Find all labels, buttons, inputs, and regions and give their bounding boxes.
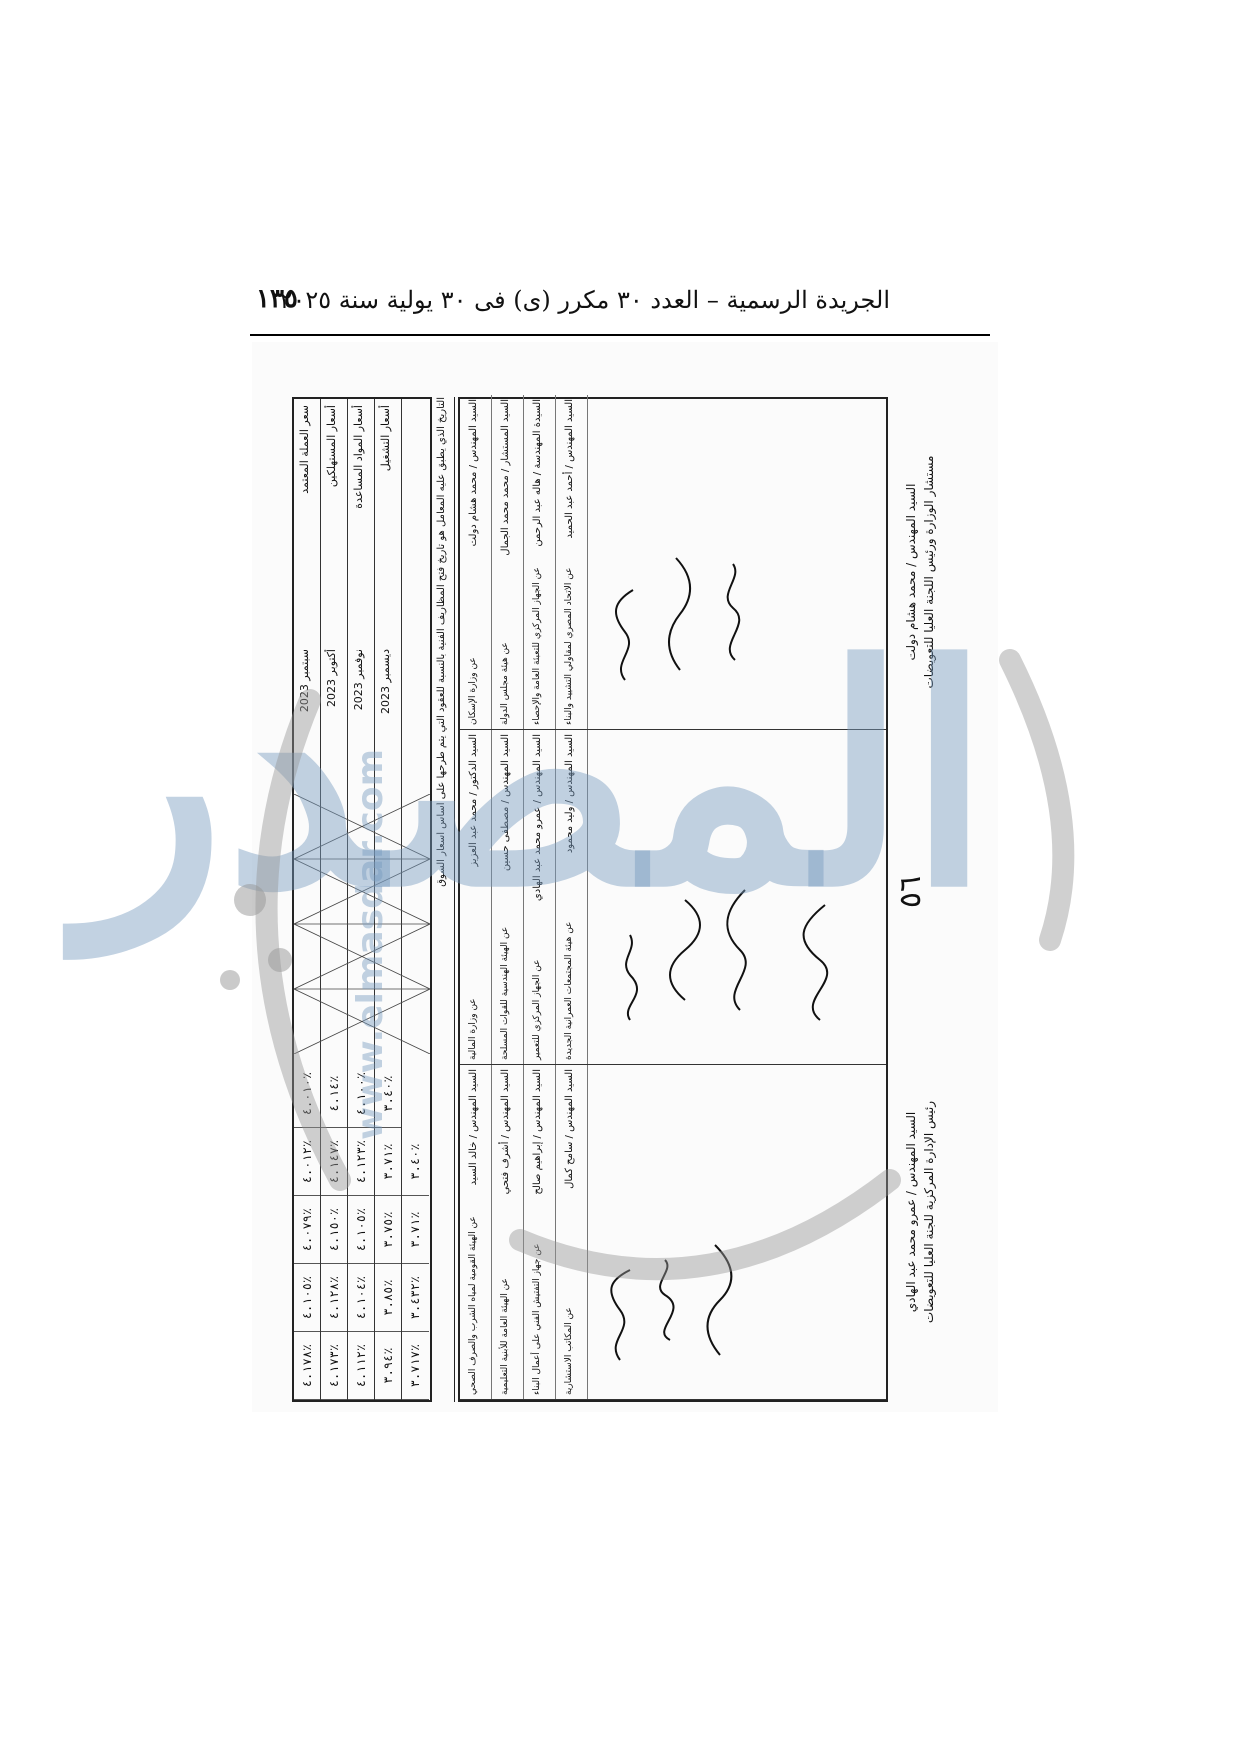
handwritten-signatures [610,557,829,1361]
table-cell: ٤.١٧٨٪ [294,1332,320,1400]
watermark-url: www.elmasdar.com [350,748,391,1140]
row-label: أسعار المواد المساعدة [352,405,365,509]
gazette-title: الجريدة الرسمية – العدد ٣٠ مكرر (ى) فى ٣… [279,286,890,314]
row-label: أسعار المستهلكين [325,405,338,488]
rotated-content: سعر العملة المعتمد سبتمبر 2023 ٤.١٧٨٪ ٤.… [292,395,982,1402]
signatories-table: السيد المهندس / خالد السيد عن الهيئة الق… [458,395,888,1402]
watermark-logo [220,649,1075,1281]
crosshatch-grid [294,794,430,1054]
header-rule [250,334,990,336]
table-cell: ٤.١١٢٪ [348,1332,374,1400]
table-cell: ٣.٩٤٪ [375,1332,401,1400]
watermark-text: المصدر [80,600,1001,953]
table-cell: ٣.٧١٧٪ [402,1332,429,1400]
signatory-name: السيدة المهندسة / هاله عبد الرحمن [532,399,543,547]
signatory-name: السيد المهندس / محمد هشام دولت [468,399,479,547]
signatory-name: السيد المهندس / أحمد عبد الحميد [564,399,575,539]
scanned-document: سعر العملة المعتمد سبتمبر 2023 ٤.١٧٨٪ ٤.… [252,342,998,1412]
rates-table: سعر العملة المعتمد سبتمبر 2023 ٤.١٧٨٪ ٤.… [292,397,432,1402]
table-cell: ٤.١٧٣٪ [321,1332,347,1400]
page-number: ١٣٥ [256,284,298,314]
signatory-name: السيد المستشار / محمد محمد الجمال [500,399,511,556]
signatory-org: عن المكاتب الاستشارية [564,1307,574,1395]
row-label: سعر العملة المعتمد [298,405,311,494]
page-header: الجريدة الرسمية – العدد ٣٠ مكرر (ى) فى ٣… [250,282,990,322]
row-label: أسعار التشغيل [379,405,392,472]
